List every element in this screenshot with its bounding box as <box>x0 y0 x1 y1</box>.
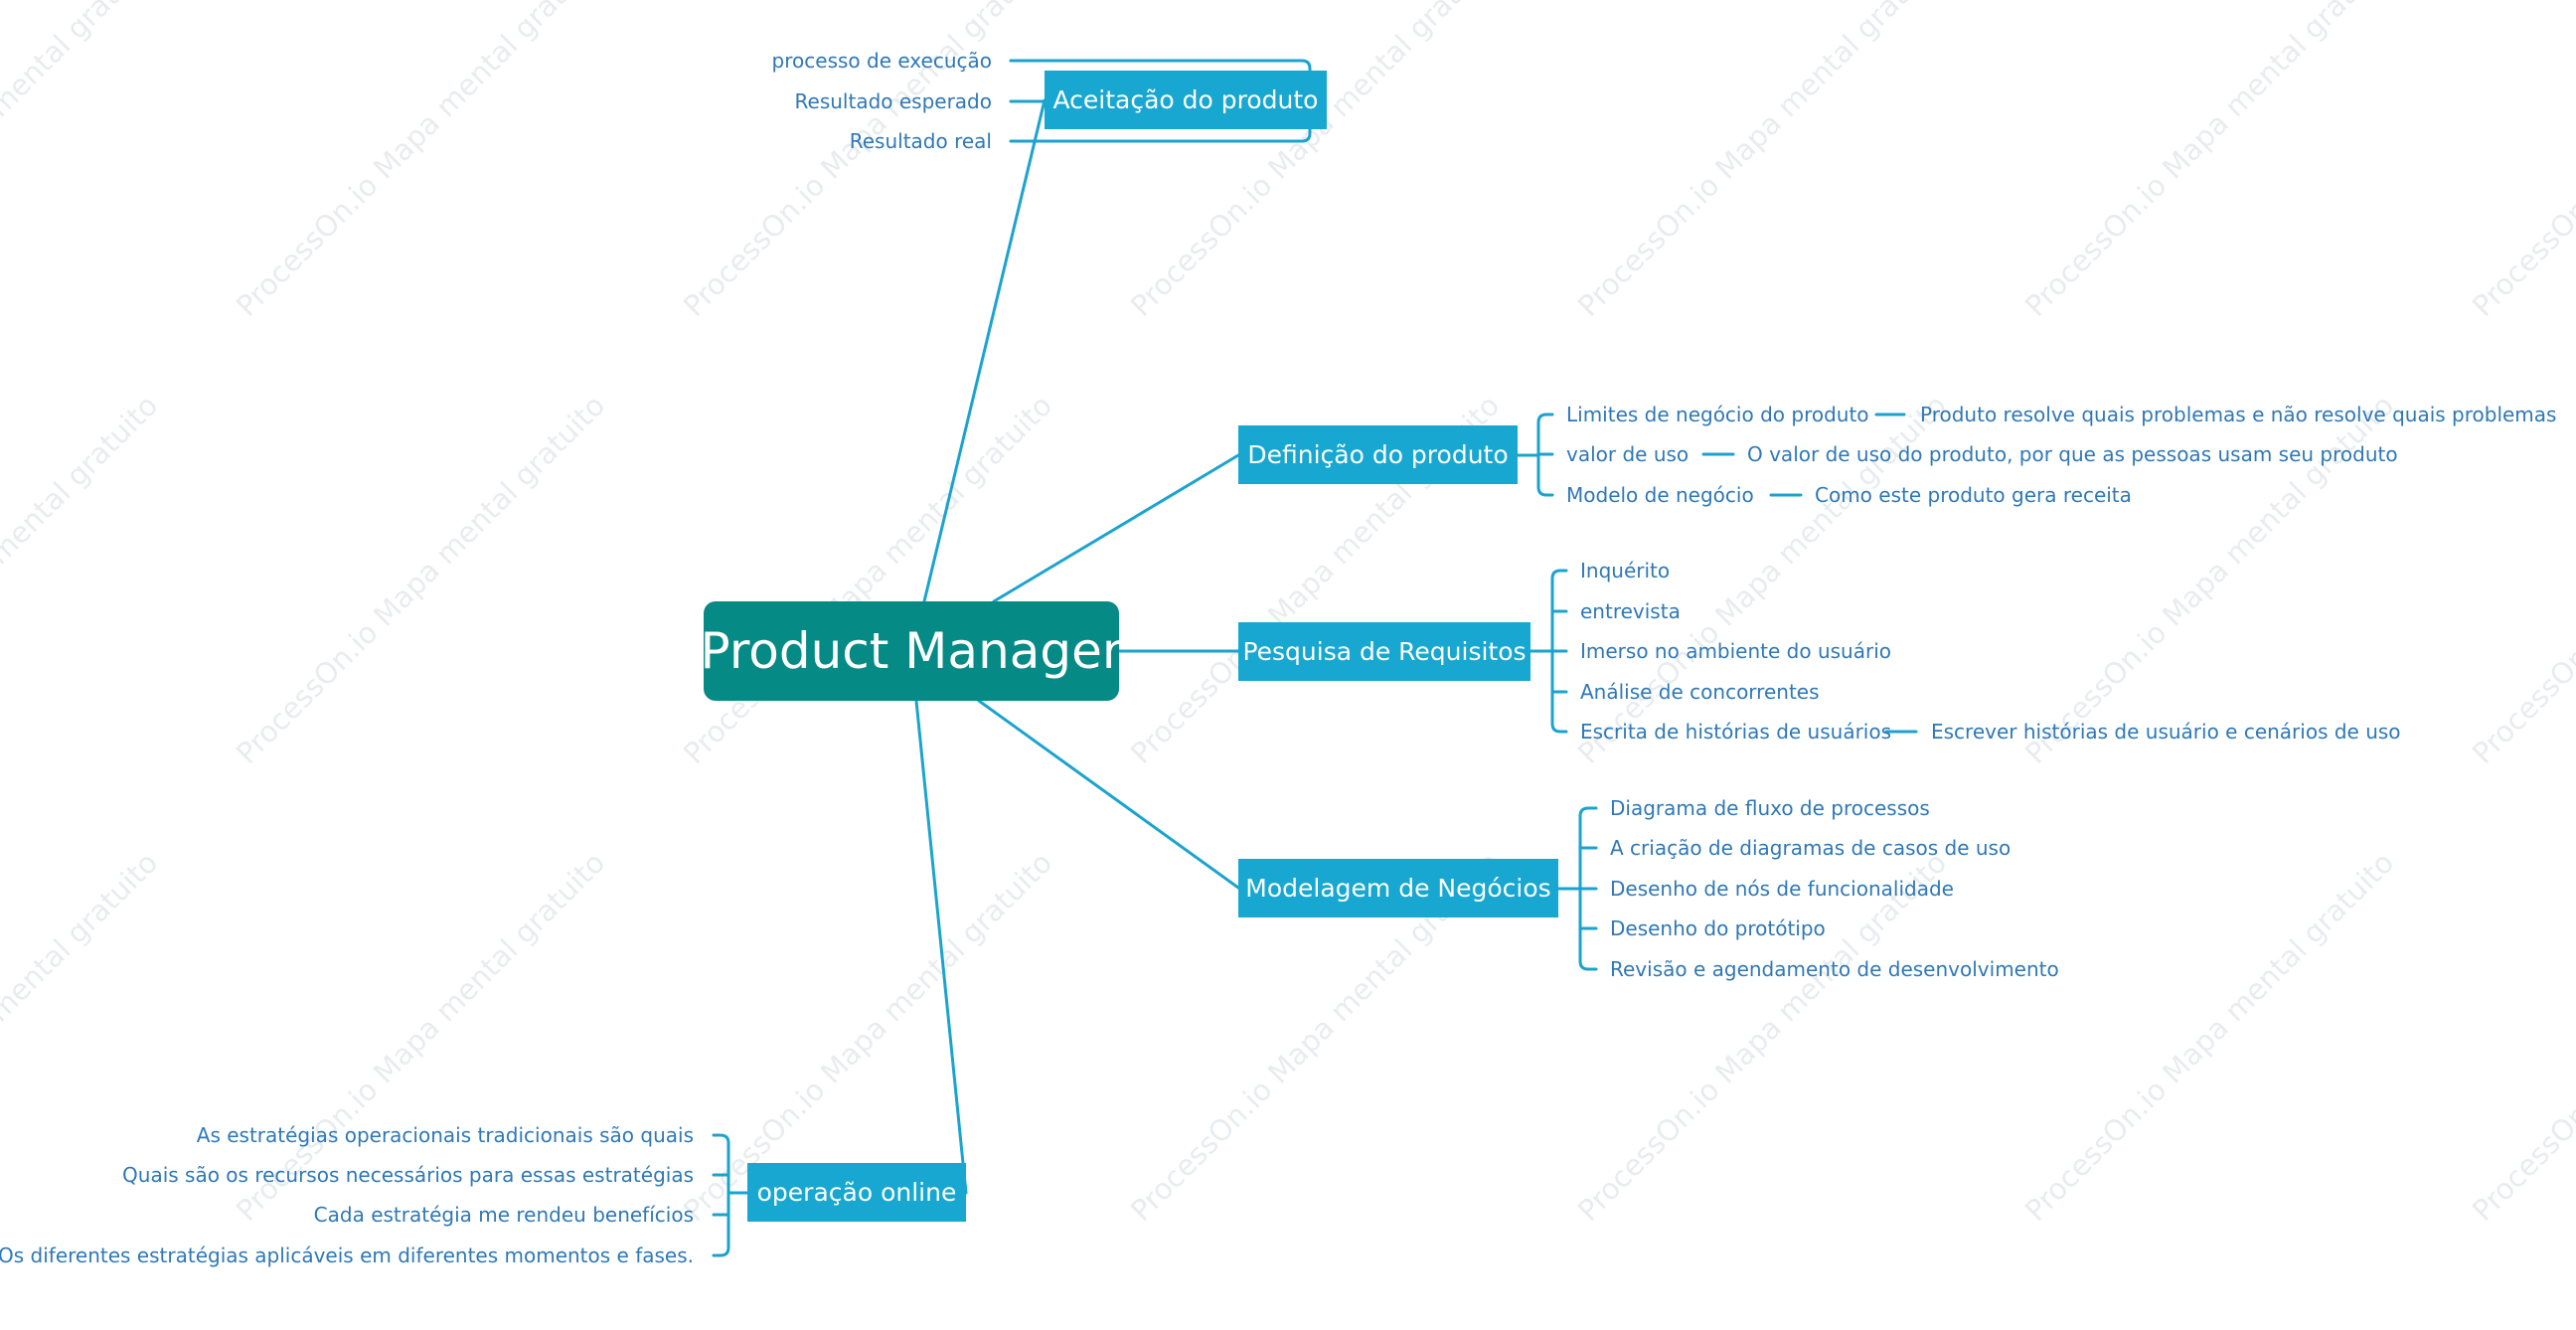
leaf-desenho-de-nos[interactable]: Desenho de nós de funcionalidade <box>1610 877 1954 901</box>
leaf-escrita-de-historias[interactable]: Escrita de histórias de usuários <box>1580 720 1892 744</box>
leaf-estrategias-tradicionais[interactable]: As estratégias operacionais tradicionais… <box>196 1123 694 1147</box>
branch-modelagem-de-negocios[interactable]: Modelagem de Negócios <box>1238 859 1558 917</box>
leaf-resultado-real[interactable]: Resultado real <box>849 129 992 153</box>
branch-definicao-do-produto[interactable]: Definição do produto <box>1238 425 1518 484</box>
leaf-estrategia-beneficios[interactable]: Cada estratégia me rendeu benefícios <box>313 1203 694 1227</box>
connector-operacao-items <box>712 1133 749 1257</box>
leaf-imerso-no-ambiente[interactable]: Imerso no ambiente do usuário <box>1580 639 1891 663</box>
leaf-diagrama-de-fluxo[interactable]: Diagrama de fluxo de processos <box>1610 796 1930 820</box>
branch-pesquisa-de-requisitos[interactable]: Pesquisa de Requisitos <box>1238 622 1530 681</box>
leaf-casos-de-uso[interactable]: A criação de diagramas de casos de uso <box>1610 836 2012 860</box>
leaf-resultado-esperado[interactable]: Resultado esperado <box>794 89 992 113</box>
connector-root-to-operacao <box>914 699 968 1195</box>
leaf-revisao-e-agendamento[interactable]: Revisão e agendamento de desenvolvimento <box>1610 957 2059 981</box>
root-node-product-manager[interactable]: Product Manager <box>701 601 1122 701</box>
leaf-modelo-de-negocio[interactable]: Modelo de negócio <box>1566 483 1754 507</box>
leaf-recursos-necessarios[interactable]: Quais são os recursos necessários para e… <box>122 1163 694 1187</box>
leaf-detail-valor-de-uso[interactable]: O valor de uso do produto, por que as pe… <box>1747 442 2398 466</box>
leaf-estrategias-momentos-fases[interactable]: Os diferentes estratégias aplicáveis em … <box>0 1244 694 1267</box>
leaf-detail-escrever-historias[interactable]: Escrever histórias de usuário e cenários… <box>1931 720 2401 744</box>
leaf-detail-gera-receita[interactable]: Como este produto gera receita <box>1815 483 2132 507</box>
leaf-valor-de-uso[interactable]: valor de uso <box>1566 442 1690 466</box>
connector-root-to-aceitacao <box>922 98 1046 603</box>
leaf-processo-de-execucao[interactable]: processo de execução <box>771 49 992 73</box>
leaf-analise-de-concorrentes[interactable]: Análise de concorrentes <box>1580 680 1820 704</box>
connector-root-to-modelagem <box>977 699 1240 890</box>
leaf-detail-produto-resolve[interactable]: Produto resolve quais problemas e não re… <box>1920 403 2557 426</box>
leaf-entrevista[interactable]: entrevista <box>1580 599 1681 623</box>
connector-definicao-items <box>1516 413 1554 497</box>
branch-operacao-online[interactable]: operação online <box>747 1163 966 1222</box>
leaf-limites-de-negocio[interactable]: Limites de negócio do produto <box>1566 403 1869 426</box>
connector-pesquisa-items <box>1529 569 1568 734</box>
connector-root-to-definicao <box>992 453 1240 603</box>
branch-aceitacao-do-produto[interactable]: Aceitação do produto <box>1045 71 1327 129</box>
leaf-desenho-do-prototipo[interactable]: Desenho do protótipo <box>1610 916 1826 940</box>
leaf-inquerito[interactable]: Inquérito <box>1580 559 1671 582</box>
connector-modelagem-items <box>1556 806 1598 971</box>
